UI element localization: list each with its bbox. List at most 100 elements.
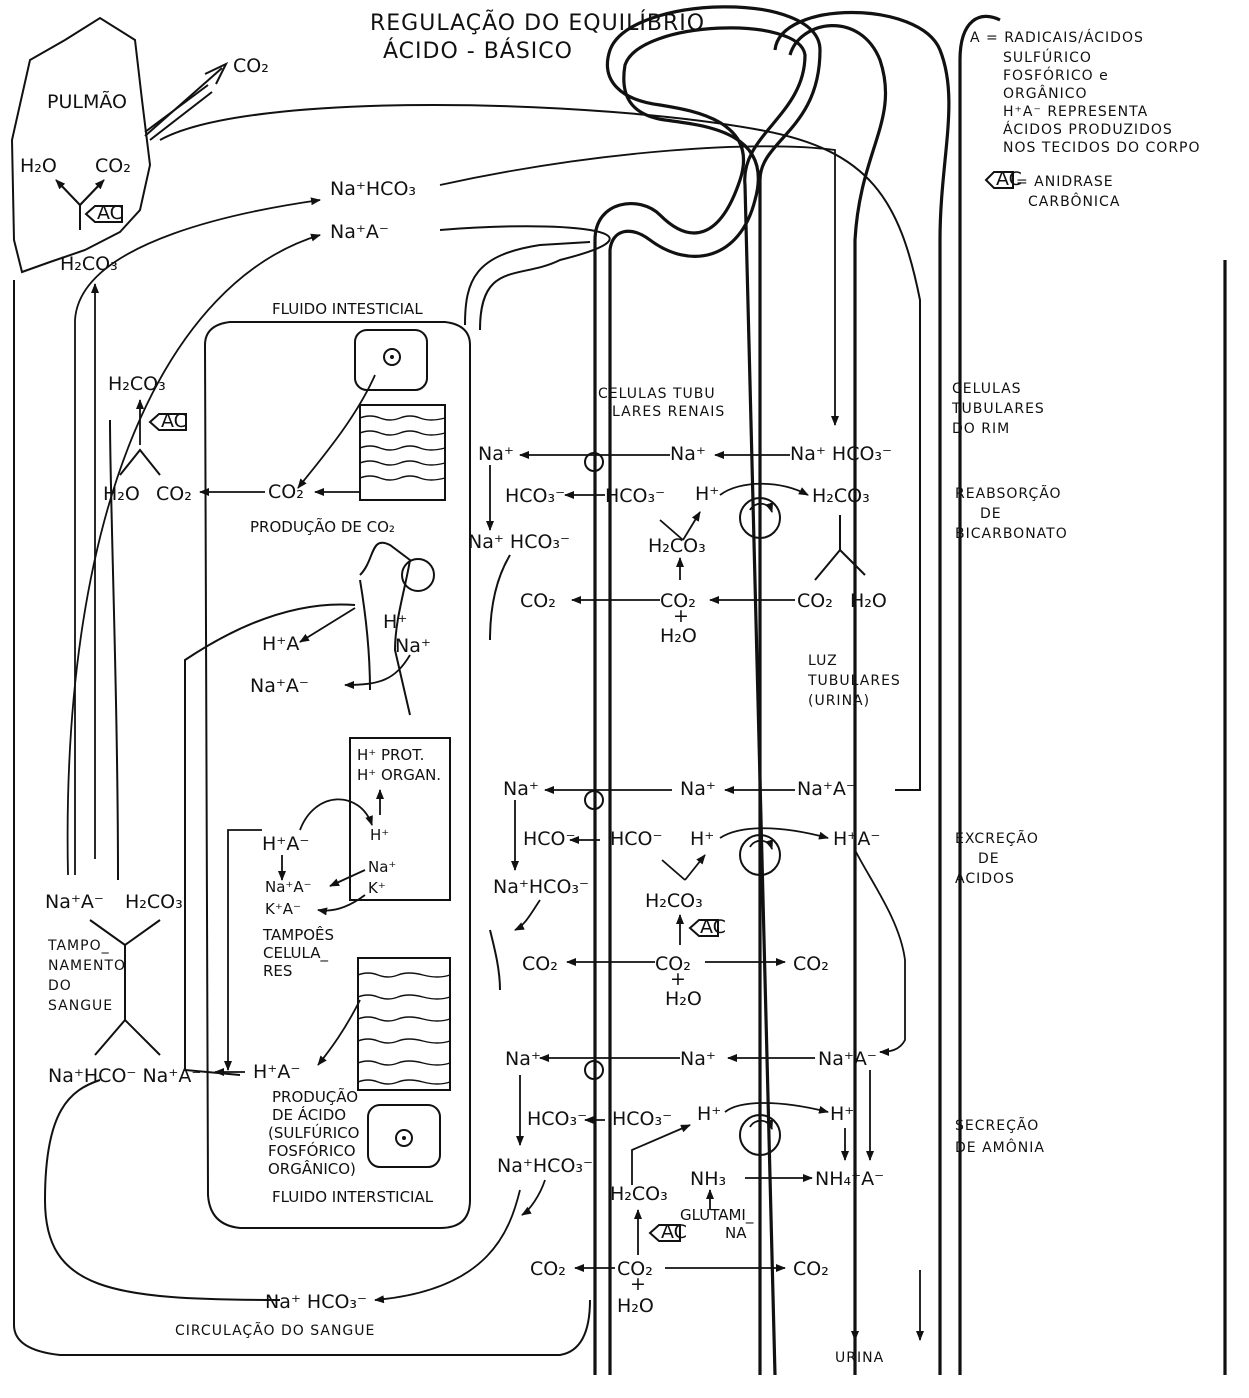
lung-outline <box>12 18 150 272</box>
left-ha-line <box>228 830 262 1070</box>
s1-co2-lumen: CO₂ <box>797 590 833 612</box>
s3-label-1: SECREÇÃO <box>955 1117 1039 1134</box>
s1-h2co3-lumen: H₂CO₃ <box>812 485 870 507</box>
buffering-3: DO <box>48 978 72 994</box>
s3-h2o-cell: H₂O <box>617 1295 654 1317</box>
s3-h2co3-cell: H₂CO₃ <box>610 1183 668 1205</box>
cell-buffers-1: TAMPOÊS <box>262 925 334 944</box>
s3-na-hco3-blood: Na⁺HCO₃⁻ <box>497 1155 593 1177</box>
tissue-cell-top <box>355 330 427 390</box>
s2-label-3: ÁCIDOS <box>955 870 1015 887</box>
blood-return-curve <box>45 1080 280 1300</box>
s3-co2-blood: CO₂ <box>530 1258 566 1280</box>
bone-h: H⁺ <box>383 611 407 633</box>
legend: A = RADICAIS/ÁCIDOS SULFÚRICO FOSFÓRICO … <box>970 29 1201 210</box>
s2-h-cell: H⁺ <box>690 828 714 850</box>
s1-na-hco3-blood: Na⁺ HCO₃⁻ <box>468 531 570 553</box>
blood-na-hco3-top: Na⁺HCO₃ <box>330 178 416 200</box>
s2-h2co3-cell: H₂CO₃ <box>645 890 703 912</box>
lung-co2: CO₂ <box>95 155 131 177</box>
s3-plus: + <box>630 1273 646 1295</box>
s2-plus: + <box>670 968 686 990</box>
s1-h2co3-cell: H₂CO₃ <box>648 535 706 557</box>
na-out-arrow <box>330 870 365 886</box>
s3-co2-lumen: CO₂ <box>793 1258 829 1280</box>
legend-line-1: A = RADICAIS/ÁCIDOS <box>970 29 1144 46</box>
buffering-1: TAMPO_ <box>47 938 110 954</box>
diagram-title-line-1: REGULAÇÃO DO EQUILÍBRIO <box>370 9 705 36</box>
k-out-arrow <box>318 895 365 911</box>
lung-h2co3: H₂CO₃ <box>60 253 118 275</box>
s2-h-a-lumen: H⁺A⁻ <box>833 828 880 850</box>
s1-na-hco3-lumen: Na⁺ HCO₃⁻ <box>790 443 892 465</box>
na-a-to-lung <box>68 235 320 875</box>
s2-co2-blood: CO₂ <box>522 953 558 975</box>
lung-label: PULMÃO <box>47 90 127 113</box>
blood-h2co3: H₂CO₃ <box>108 373 166 395</box>
s2-hco-blood: HCO⁻ <box>523 828 576 850</box>
s3-h-lumen: H⁺ <box>830 1103 854 1125</box>
tubular-cells-1: CELULAS TUBU <box>598 386 716 402</box>
interstitial-h-a-3: H⁺A⁻ <box>253 1061 300 1083</box>
s1-hco3-cell: HCO₃⁻ <box>605 485 665 507</box>
s3-na-cell: Na⁺ <box>680 1048 716 1070</box>
lung-h2o: H₂O <box>20 155 57 177</box>
interstitial-na-a-1: Na⁺A⁻ <box>250 675 309 697</box>
s3-label-2: DE AMÔNIA <box>955 1138 1045 1156</box>
s1-h2o-lumen: H₂O <box>850 590 887 612</box>
buffering-4: SANGUE <box>48 998 113 1014</box>
s2-co2-lumen: CO₂ <box>793 953 829 975</box>
interstitial-k-a: K⁺A⁻ <box>265 900 301 918</box>
lumen-label-1: LUZ <box>808 653 838 669</box>
interstitial-bottom-label: FLUIDO INTERSTICIAL <box>272 1188 434 1206</box>
s3-na-blood: Na⁺ <box>505 1048 541 1070</box>
lumen-label-3: (URINA) <box>808 693 870 709</box>
s3-na-a-lumen: Na⁺A⁻ <box>818 1048 877 1070</box>
cell-buffers-3: RES <box>263 962 292 980</box>
lumen-label-2: TUBULARES <box>807 673 901 689</box>
cell-na: Na⁺ <box>368 858 396 876</box>
nahco3-to-lumen <box>440 146 835 425</box>
blood-ac-icon: AC <box>150 410 187 432</box>
blood-h2co3-left: H₂CO₃ <box>125 891 183 913</box>
interstitial-h-a-1: H⁺A⁻ <box>262 633 309 655</box>
rim-cells-3: DO RIM <box>952 421 1010 437</box>
legend-line-4: ORGÂNICO <box>1003 84 1088 102</box>
s3-glutamine-2: NA <box>725 1224 747 1242</box>
s1-label-1: REABSORÇÃO <box>955 485 1062 502</box>
acid-production-2: DE ÁCIDO <box>272 1105 346 1124</box>
acid-production-4: FOSFÓRICO <box>268 1141 356 1160</box>
svg-text:AC: AC <box>700 916 726 938</box>
s1-h-cell: H⁺ <box>695 483 719 505</box>
legend-line-6: ÁCIDOS PRODUZIDOS <box>1003 121 1173 138</box>
tubular-cells-2: LARES RENAIS <box>612 404 725 420</box>
blood-h2o: H₂O <box>103 483 140 505</box>
s1-label-2: DE <box>980 506 1002 522</box>
s3-ac-icon: AC <box>650 1221 687 1243</box>
s2-na-blood: Na⁺ <box>503 778 539 800</box>
legend-line-3: FOSFÓRICO e <box>1003 66 1109 84</box>
s1-hco3-blood: HCO₃⁻ <box>505 485 565 507</box>
svg-text:AC: AC <box>161 410 187 432</box>
s3-glutamine-1: GLUTAMI_ <box>680 1206 754 1225</box>
legend-line-2: SULFÚRICO <box>1003 48 1092 66</box>
s2-na-hco3-blood: Na⁺HCO₃⁻ <box>493 876 589 898</box>
s2-ac-icon: AC <box>690 916 726 938</box>
co2-production-label: PRODUÇÃO DE CO₂ <box>250 517 395 536</box>
s2-h2o-cell: H₂O <box>665 988 702 1010</box>
s1-plus: + <box>673 605 689 627</box>
diagram-title-line-2: ÁCIDO - BÁSICO <box>383 38 573 64</box>
s1-co2-blood: CO₂ <box>520 590 556 612</box>
prot-line-2: H⁺ ORGAN. <box>357 766 441 784</box>
s1-na-blood: Na⁺ <box>478 443 514 465</box>
svg-text:AC: AC <box>661 1221 687 1243</box>
s2-label-1: EXCREÇÃO <box>955 830 1039 847</box>
cell-h-plus: H⁺ <box>370 826 389 844</box>
blood-na-hco3-bottom: Na⁺ HCO₃⁻ <box>265 1291 367 1313</box>
s3-h-cell: H⁺ <box>697 1103 721 1125</box>
legend-ac-line-1: = ANIDRASE <box>1016 174 1114 190</box>
acid-production-1: PRODUÇÃO <box>272 1087 358 1106</box>
s3-hco3-cell: HCO₃⁻ <box>612 1108 672 1130</box>
interstitial-h-a-2: H⁺A⁻ <box>262 833 309 855</box>
